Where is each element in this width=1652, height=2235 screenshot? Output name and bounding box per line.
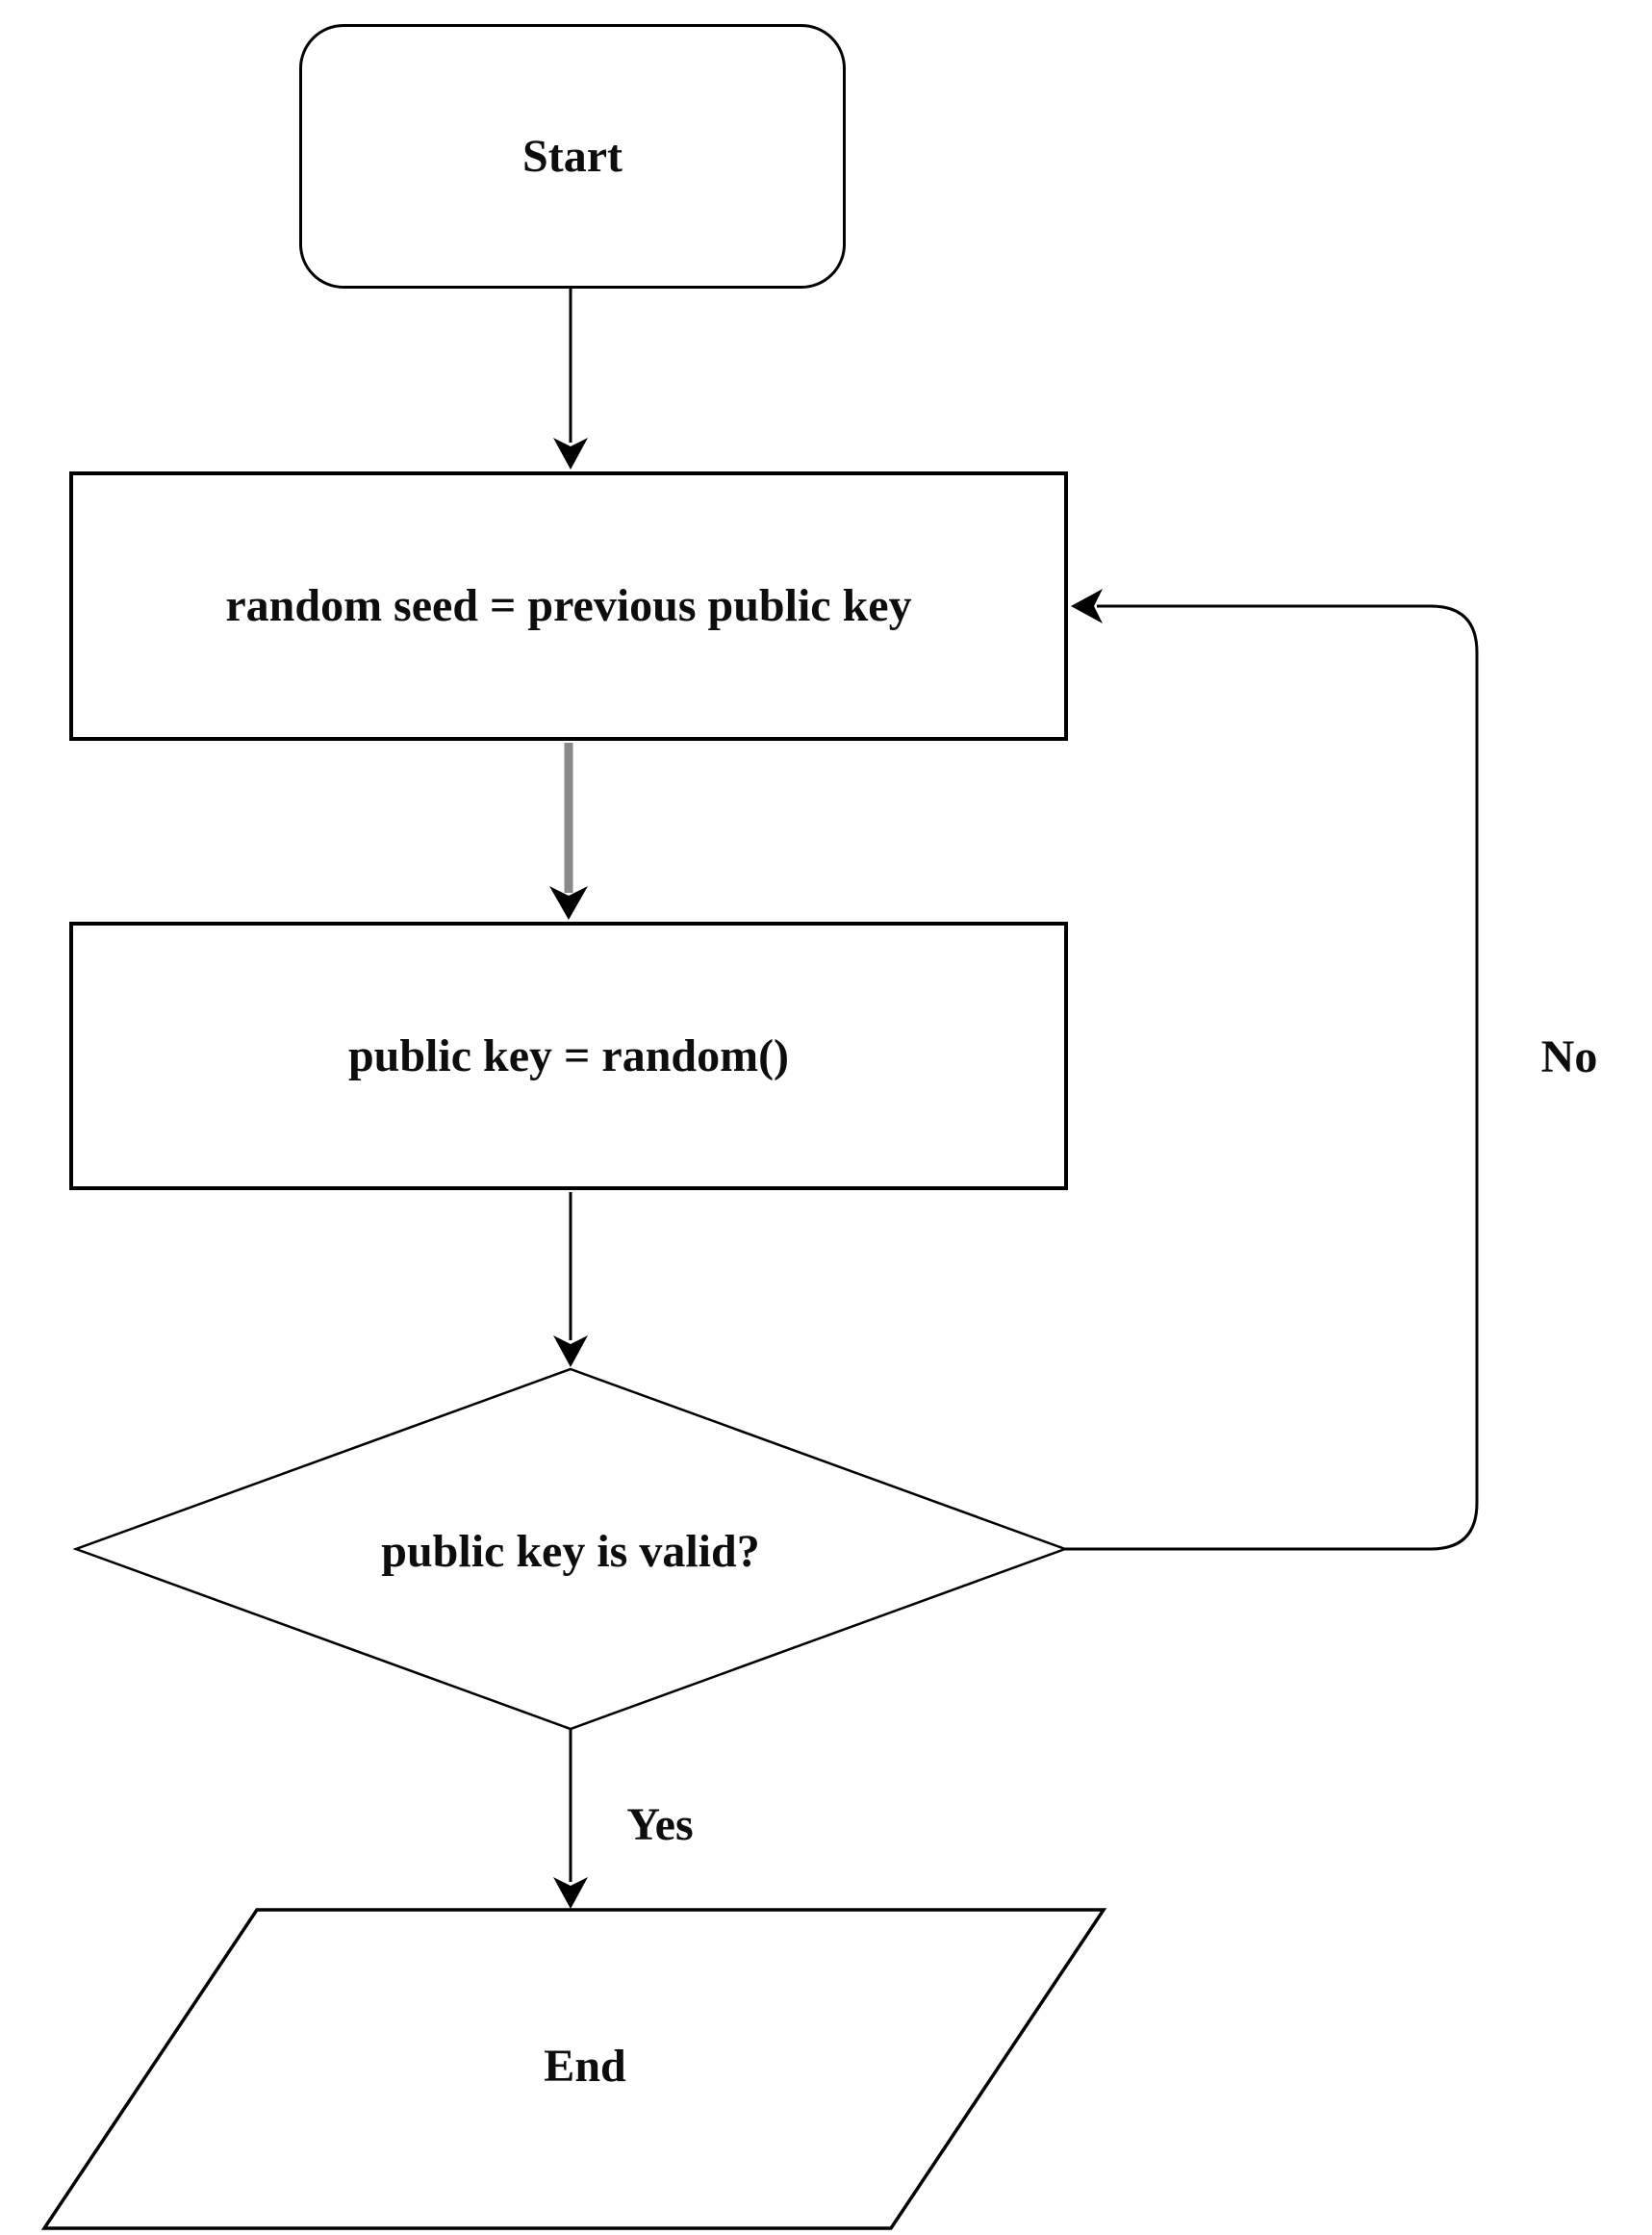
seed-assignment-label: random seed = previous public key bbox=[225, 580, 912, 632]
arrowhead-down-icon bbox=[553, 438, 588, 470]
start-node: Start bbox=[299, 24, 846, 289]
seed-assignment-node: random seed = previous public key bbox=[69, 471, 1068, 741]
edge-generate-to-decision bbox=[553, 1192, 588, 1367]
start-node-label: Start bbox=[522, 130, 623, 182]
edge-decision-to-end bbox=[553, 1729, 588, 1909]
key-generation-label: public key = random() bbox=[347, 1029, 790, 1081]
key-generation-node: public key = random() bbox=[69, 922, 1068, 1190]
arrowhead-down-icon bbox=[553, 1335, 588, 1367]
decision-diamond-shape bbox=[72, 1367, 1069, 1731]
arrowhead-down-icon bbox=[553, 1877, 588, 1909]
edge-start-to-seed bbox=[553, 289, 588, 470]
edge-seed-to-generate bbox=[549, 743, 588, 920]
end-parallelogram-shape bbox=[40, 1908, 1107, 2230]
arrowhead-left-icon bbox=[1071, 589, 1103, 623]
arrowhead-down-icon bbox=[549, 886, 588, 920]
edge-decision-no-loop bbox=[1065, 589, 1479, 1551]
